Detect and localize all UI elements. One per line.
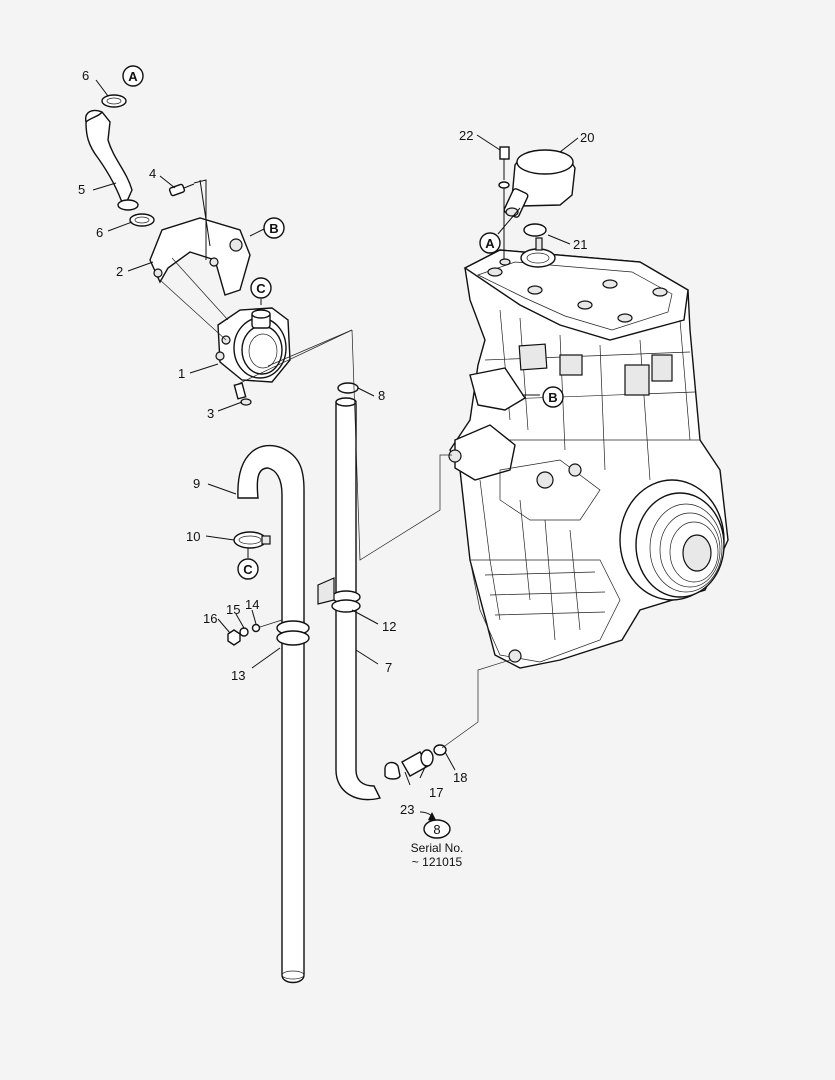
label-8: 8	[378, 388, 385, 403]
label-12: 12	[382, 619, 396, 634]
ref-a-top: A	[122, 65, 144, 87]
label-23: 23	[400, 802, 414, 817]
ref-b-engine: B	[542, 386, 564, 408]
breather-assembly	[498, 146, 576, 268]
serial-note: 8 Serial No. ~ 121015	[411, 811, 464, 869]
label-7: 7	[385, 660, 392, 675]
label-14: 14	[245, 597, 259, 612]
drain-fitting	[384, 659, 511, 780]
drain-hose	[317, 329, 452, 801]
label-2: 2	[116, 264, 123, 279]
reference-letters: A B C C A B	[122, 65, 564, 580]
svg-text:A: A	[128, 69, 138, 84]
ref-c-clamp: C	[237, 558, 259, 580]
label-5: 5	[78, 182, 85, 197]
hose-clamp	[233, 531, 271, 549]
serial-badge: 8	[433, 822, 440, 837]
label-22: 22	[459, 128, 473, 143]
serial-line-2: ~ 121015	[412, 855, 463, 869]
svg-text:C: C	[256, 281, 266, 296]
label-17: 17	[429, 785, 443, 800]
upper-hose-assembly	[85, 94, 155, 227]
svg-text:C: C	[243, 562, 253, 577]
label-18: 18	[453, 770, 467, 785]
leader-lines	[92, 79, 579, 786]
label-16: 16	[203, 611, 217, 626]
part-number-labels: 6 5 6 2 4 1 3 8 9 10 16 15 14 13 12 7 20…	[78, 68, 594, 817]
label-20: 20	[580, 130, 594, 145]
ref-a-engine: A	[479, 232, 501, 254]
label-9: 9	[193, 476, 200, 491]
label-15: 15	[226, 602, 240, 617]
ref-c-pump: C	[250, 277, 272, 299]
engine-block	[448, 249, 729, 669]
svg-text:B: B	[269, 221, 278, 236]
small-hardware	[227, 619, 283, 646]
label-6-top: 6	[82, 68, 89, 83]
label-3: 3	[207, 406, 214, 421]
pump-assembly	[159, 257, 353, 406]
label-6-mid: 6	[96, 225, 103, 240]
label-4: 4	[149, 166, 156, 181]
label-13: 13	[231, 668, 245, 683]
label-1: 1	[178, 366, 185, 381]
ref-b-bracket: B	[263, 217, 285, 239]
svg-text:A: A	[485, 236, 495, 251]
serial-line-1: Serial No.	[411, 841, 464, 855]
label-21: 21	[573, 237, 587, 252]
label-10: 10	[186, 529, 200, 544]
svg-text:B: B	[548, 390, 557, 405]
bracket-assembly	[149, 179, 251, 296]
vent-pipe	[237, 444, 310, 984]
